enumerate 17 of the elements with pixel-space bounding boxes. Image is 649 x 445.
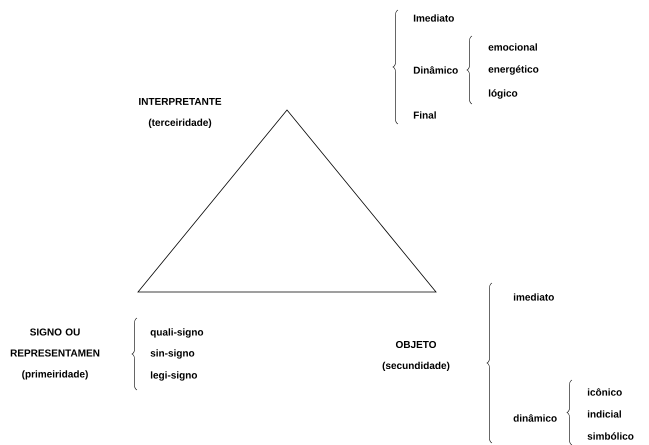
vertex-label: INTERPRETANTE (terceiridade) [139, 98, 222, 128]
list-item: lógico [488, 89, 518, 99]
list-item: indicial [588, 410, 621, 418]
list-item: quali-signo [150, 328, 204, 338]
vertex-label: SIGNO OU REPRESENTAMEN (primeiridade) [10, 328, 100, 380]
list-item: icônico [588, 388, 622, 396]
list-item: emocional [488, 43, 537, 51]
list-item: simbólico [588, 432, 634, 440]
list-item: legi-signo [150, 371, 198, 381]
list-item: imediato [514, 293, 554, 301]
list-item: Dinâmico [414, 66, 458, 74]
list-item: sin-signo [150, 349, 194, 359]
list-item: Imediato [414, 14, 454, 22]
list-item: Final [414, 111, 436, 119]
list-item: dinâmico [514, 414, 557, 422]
vertex-label: OBJETO (secundidade) [382, 340, 450, 371]
list-item: energético [488, 65, 538, 75]
